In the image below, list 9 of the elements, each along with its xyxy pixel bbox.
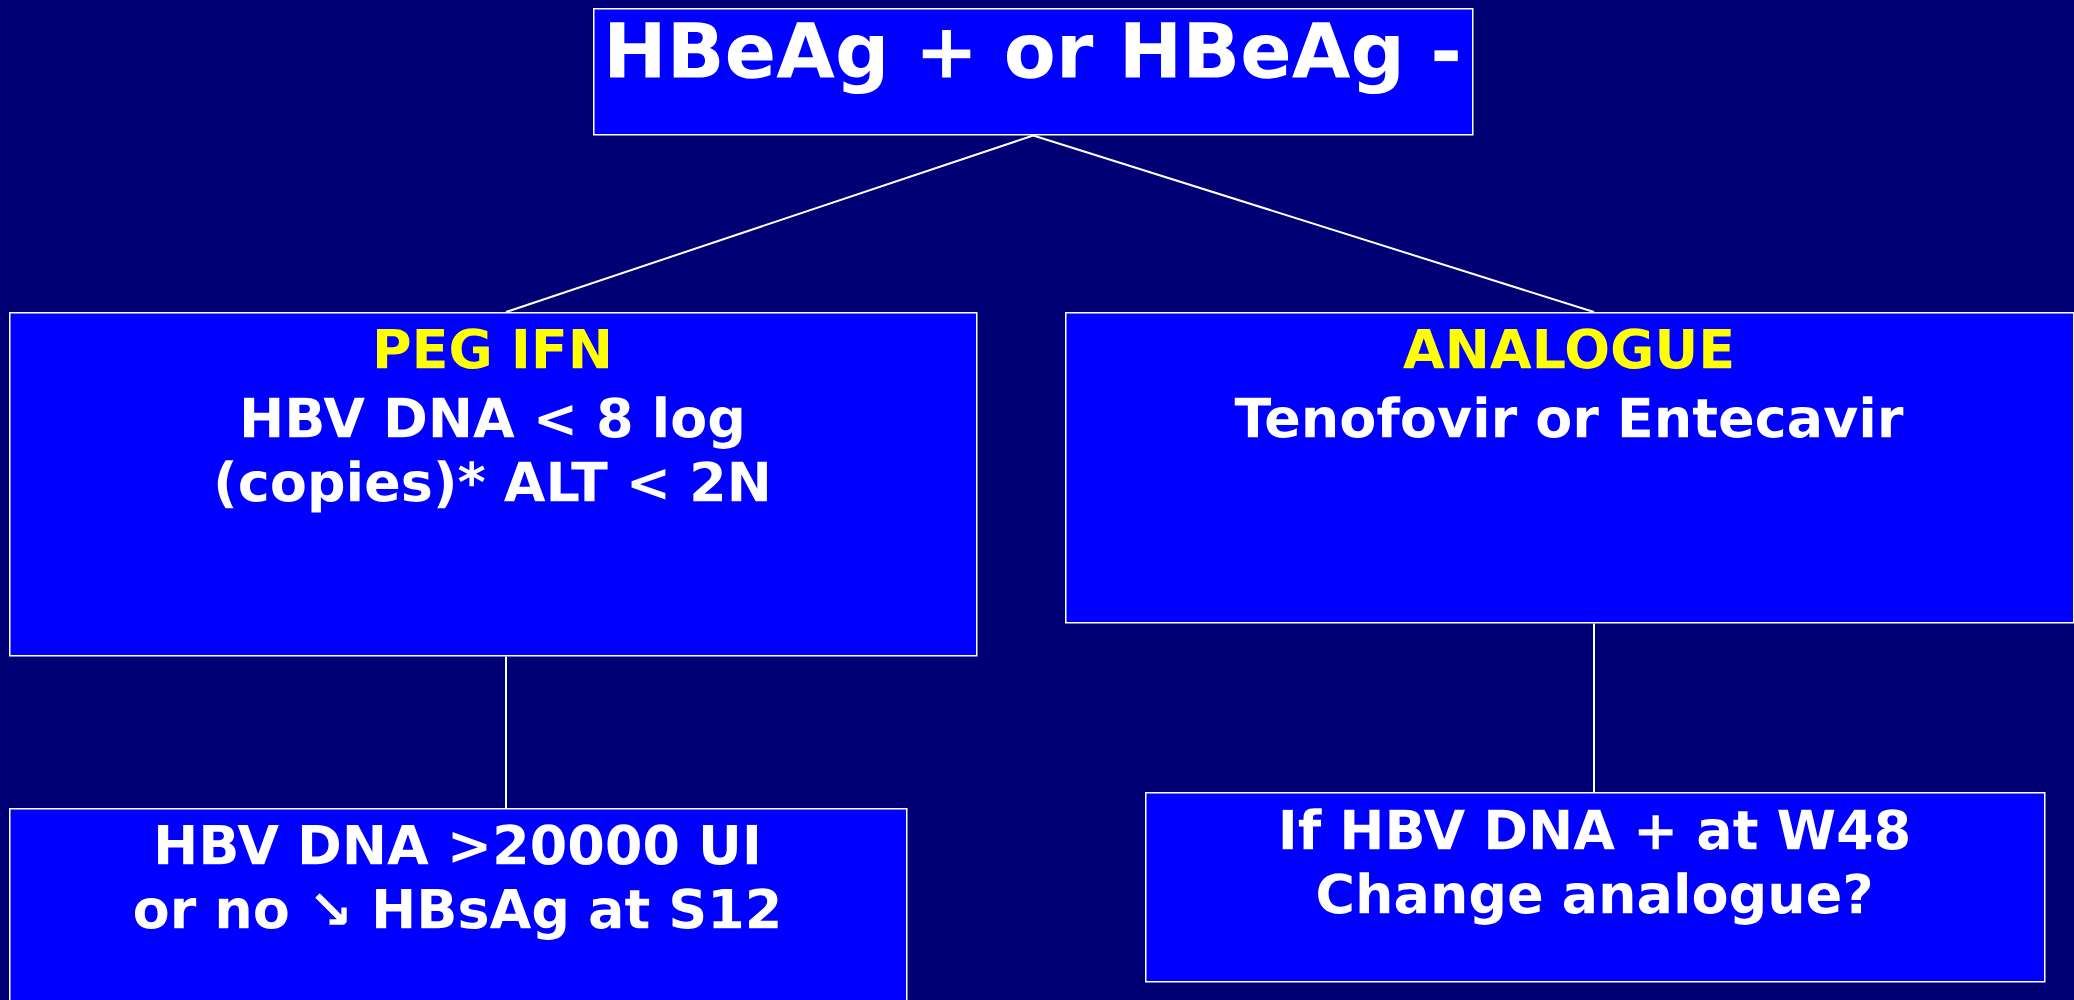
connector-line	[1593, 622, 1595, 793]
process-box: HBV DNA >20000 UI or no ↘ HBsAg at S12	[9, 808, 908, 1000]
connector-line	[1032, 134, 1595, 313]
process-box: HBeAg + or HBeAg -	[593, 8, 1474, 136]
process-box: If HBV DNA + at W48 Change analogue?	[1145, 792, 2046, 983]
connector-line	[505, 655, 507, 809]
process-box: PEG IFN HBV DNA < 8 log (copies)* ALT < 2N	[9, 312, 978, 657]
process-box: ANALOGUE Tenofovir or Entecavir	[1065, 312, 2074, 624]
connector-line	[505, 134, 1035, 313]
